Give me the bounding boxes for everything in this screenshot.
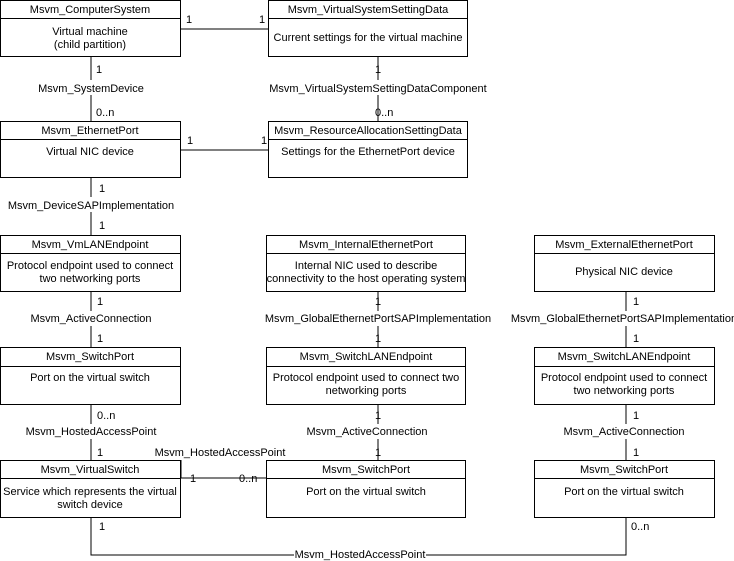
class-title-vm-lan-endpoint: Msvm_VmLANEndpoint [32, 239, 149, 251]
class-body-computer-system-2: (child partition) [54, 39, 126, 51]
mult-ep-down: 1 [99, 183, 105, 195]
mult-sp-mid-left: 0..n [239, 473, 257, 485]
class-title-switch-port-left: Msvm_SwitchPort [46, 351, 134, 363]
class-body-switch-lan-right-1: Protocol endpoint used to connect [541, 372, 707, 384]
mult-vs-up: 1 [97, 447, 103, 459]
class-box-virtual-switch: Msvm_VirtualSwitch Service which represe… [0, 460, 181, 518]
mult-vmlan-down: 1 [97, 296, 103, 308]
class-title-switch-port-right: Msvm_SwitchPort [580, 464, 668, 476]
association-labels: Msvm_SystemDevice Msvm_VirtualSystemSett… [6, 80, 734, 561]
label-active-connection-mid: Msvm_ActiveConnection [306, 426, 427, 438]
mult-vmlan-up: 1 [99, 220, 105, 232]
class-body-rasd-1: Settings for the EthernetPort device [281, 146, 455, 158]
mult-ep-rasd-right: 1 [261, 135, 267, 147]
mult-vs-mid: 1 [190, 473, 196, 485]
class-title-ethernet-port: Msvm_EthernetPort [41, 125, 138, 137]
mult-external-down: 1 [633, 296, 639, 308]
mult-switch-lan-right-down: 1 [633, 410, 639, 422]
mult-sp-mid-up: 1 [375, 447, 381, 459]
class-box-vm-lan-endpoint: Msvm_VmLANEndpoint Protocol endpoint use… [0, 235, 181, 292]
label-hosted-access-left: Msvm_HostedAccessPoint [26, 426, 157, 438]
class-body-switch-lan-mid-1: Protocol endpoint used to connect two [273, 372, 460, 384]
mult-ep-up: 0..n [96, 107, 114, 119]
class-body-switch-lan-mid-2: networking ports [326, 385, 407, 397]
multiplicity-labels: 1 1 1 0..n 1 0..n 1 1 1 1 1 1 0..n 1 1 1… [96, 14, 649, 533]
class-body-ethernet-port-1: Virtual NIC device [46, 146, 134, 158]
label-active-connection-left: Msvm_ActiveConnection [30, 313, 151, 325]
mult-cs-down: 1 [96, 64, 102, 76]
class-box-switch-lan-right: Msvm_SwitchLANEndpoint Protocol endpoint… [534, 347, 715, 405]
class-box-internal-port: Msvm_InternalEthernetPort Internal NIC u… [266, 235, 466, 292]
class-body-switch-port-mid-1: Port on the virtual switch [306, 486, 426, 498]
mult-sp-right-bottom: 0..n [631, 521, 649, 533]
class-box-ethernet-port: Msvm_EthernetPort Virtual NIC device [0, 121, 181, 178]
label-active-connection-right: Msvm_ActiveConnection [563, 426, 684, 438]
mult-cs-vssd-left: 1 [186, 14, 192, 26]
class-title-switch-port-mid: Msvm_SwitchPort [322, 464, 410, 476]
label-device-sap: Msvm_DeviceSAPImplementation [8, 200, 174, 212]
class-title-external-port: Msvm_ExternalEthernetPort [555, 239, 693, 251]
mult-sp-left-up: 1 [97, 333, 103, 345]
label-global-sap-mid: Msvm_GlobalEthernetPortSAPImplementation [265, 313, 491, 325]
class-body-vssd-1: Current settings for the virtual machine [274, 32, 463, 44]
class-body-vm-lan-endpoint-1: Protocol endpoint used to connect [7, 260, 173, 272]
mult-sp-right-up: 1 [633, 447, 639, 459]
class-title-switch-lan-right: Msvm_SwitchLANEndpoint [558, 351, 691, 363]
mult-vssd-down: 1 [375, 64, 381, 76]
class-box-rasd: Msvm_ResourceAllocationSettingData Setti… [268, 121, 468, 178]
class-body-switch-port-right-1: Port on the virtual switch [564, 486, 684, 498]
label-system-device: Msvm_SystemDevice [38, 83, 144, 95]
class-box-computer-system: Msvm_ComputerSystem Virtual machine (chi… [0, 0, 181, 57]
class-body-external-port-1: Physical NIC device [575, 266, 673, 278]
class-body-switch-port-left-1: Port on the virtual switch [30, 372, 150, 384]
class-box-switch-port-right: Msvm_SwitchPort Port on the virtual swit… [534, 460, 715, 518]
class-box-external-port: Msvm_ExternalEthernetPort Physical NIC d… [534, 235, 715, 292]
label-vssd-component: Msvm_VirtualSystemSettingDataComponent [269, 83, 486, 95]
class-box-switch-port-left: Msvm_SwitchPort Port on the virtual swit… [0, 347, 181, 405]
label-hosted-access-bottom: Msvm_HostedAccessPoint [295, 549, 426, 561]
class-box-switch-port-mid: Msvm_SwitchPort Port on the virtual swit… [266, 460, 466, 518]
label-global-sap-right: Msvm_GlobalEthernetPortSAPImplementation [511, 313, 734, 325]
mult-ep-rasd-left: 1 [187, 135, 193, 147]
class-title-virtual-switch: Msvm_VirtualSwitch [41, 464, 140, 476]
class-body-computer-system-1: Virtual machine [52, 26, 128, 38]
class-body-switch-lan-right-2: two networking ports [574, 385, 675, 397]
class-title-rasd: Msvm_ResourceAllocationSettingData [274, 125, 463, 137]
class-body-internal-port-2: connectivity to the host operating syste… [267, 273, 466, 285]
class-body-virtual-switch-1: Service which represents the virtual [3, 486, 177, 498]
mult-rasd-up: 0..n [375, 107, 393, 119]
class-body-virtual-switch-2: switch device [57, 499, 122, 511]
class-box-vssd: Msvm_VirtualSystemSettingData Current se… [268, 0, 468, 57]
mult-switch-lan-mid-up: 1 [375, 333, 381, 345]
class-box-switch-lan-mid: Msvm_SwitchLANEndpoint Protocol endpoint… [266, 347, 466, 405]
mult-sp-left-down: 0..n [97, 410, 115, 422]
class-title-vssd: Msvm_VirtualSystemSettingData [288, 4, 449, 16]
mult-switch-lan-right-up: 1 [633, 333, 639, 345]
class-boxes: Msvm_ComputerSystem Virtual machine (chi… [0, 0, 715, 518]
mult-switch-lan-mid-down: 1 [375, 410, 381, 422]
class-title-internal-port: Msvm_InternalEthernetPort [299, 239, 433, 251]
mult-internal-down: 1 [375, 296, 381, 308]
label-hosted-access-mid: Msvm_HostedAccessPoint [155, 447, 286, 459]
class-title-switch-lan-mid: Msvm_SwitchLANEndpoint [300, 351, 433, 363]
mult-vs-bottom: 1 [99, 521, 105, 533]
class-body-internal-port-1: Internal NIC used to describe [295, 260, 437, 272]
class-title-computer-system: Msvm_ComputerSystem [30, 4, 150, 16]
class-body-vm-lan-endpoint-2: two networking ports [40, 273, 141, 285]
mult-cs-vssd-right: 1 [259, 14, 265, 26]
